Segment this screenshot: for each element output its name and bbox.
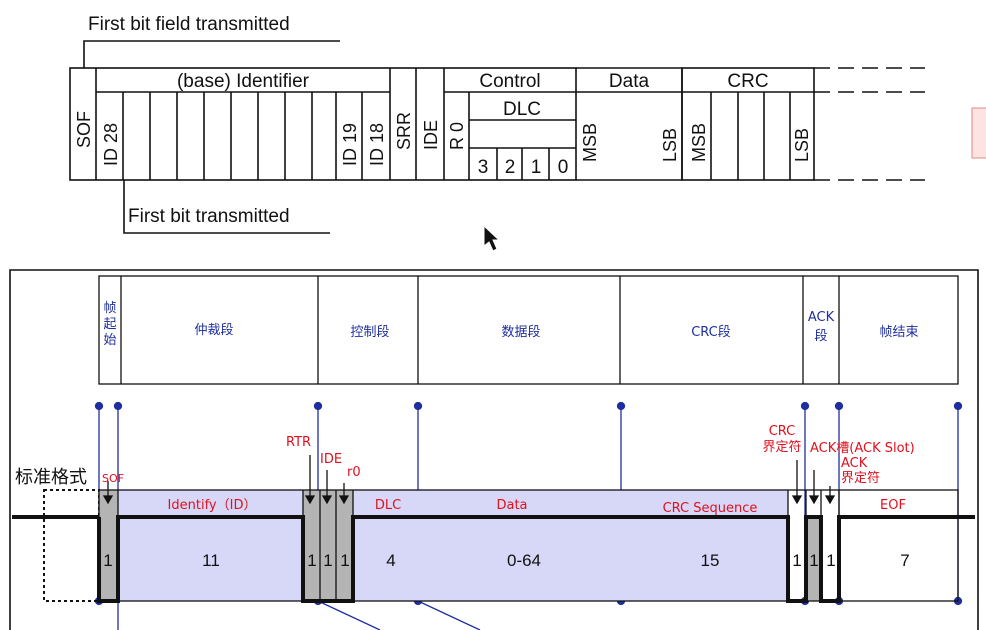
first-bit-caption: First bit transmitted: [128, 206, 290, 227]
bits-ack-slot: 1: [809, 551, 818, 570]
top-diagram-labels: First bit field transmitted First bit tr…: [74, 14, 812, 227]
field-band-top: [99, 490, 788, 517]
header-sof-char-3: 始: [103, 333, 116, 348]
field-crc-sequence: CRC Sequence: [663, 501, 758, 516]
bits-eof: 7: [900, 551, 909, 570]
field-name-labels: Identify（ID） DLC Data CRC Sequence EOF: [168, 498, 906, 516]
bit-count-labels: 1 11 1 1 1 4 0-64 15 1 1 1 7: [103, 551, 909, 570]
identifier-label: (base) Identifier: [177, 71, 310, 92]
crc-box: [681, 67, 815, 181]
marker-ack-delim-1: ACK: [841, 456, 868, 471]
dlc-bit-2: 2: [505, 157, 516, 178]
dlc-bit-0: 0: [558, 157, 569, 178]
marker-arrows: [102, 455, 836, 505]
header-arbitration: 仲裁段: [194, 322, 233, 338]
top-can-frame-diagram: [69, 40, 925, 234]
marker-crc-delim-1: CRC: [769, 424, 796, 439]
ide-label: IDE: [421, 120, 441, 150]
idle-bus-box: [43, 489, 100, 602]
header-sof-char-2: 起: [103, 317, 116, 332]
bits-rtr: 1: [307, 551, 316, 570]
marker-ide: IDE: [320, 452, 342, 467]
bits-identify: 11: [202, 551, 220, 570]
segment-header-row: [98, 275, 959, 385]
data-label: Data: [609, 71, 650, 92]
data-msb-label: MSB: [580, 123, 600, 162]
marker-sof: SOF: [102, 472, 124, 485]
bits-dlc: 4: [386, 551, 395, 570]
bottom-frame-border: [9, 269, 979, 630]
header-sof-char-1: 帧: [103, 301, 116, 316]
control-label: Control: [479, 71, 540, 92]
sof-label: SOF: [74, 111, 94, 148]
marker-labels: SOF RTR IDE r0 CRC 界定符 ACK槽(ACK Slot) AC…: [102, 424, 915, 486]
r0-label: R 0: [447, 122, 467, 150]
id28-label: ID 28: [101, 123, 121, 166]
header-ack-line-2: 段: [814, 329, 827, 344]
marker-r0: r0: [347, 465, 361, 480]
field-eof: EOF: [880, 498, 906, 513]
dlc-bit-3: 3: [478, 157, 489, 178]
field-dlc: DLC: [375, 498, 401, 513]
bits-crc: 15: [701, 551, 720, 570]
field-band-bottom: [99, 517, 821, 601]
dlc-label: DLC: [503, 99, 541, 120]
header-crc: CRC段: [691, 325, 731, 340]
bits-data: 0-64: [507, 551, 541, 570]
first-field-leader: [83, 40, 340, 68]
srr-label: SRR: [394, 112, 414, 150]
id18-label: ID 18: [367, 123, 387, 166]
data-lsb-label: LSB: [660, 128, 680, 162]
dlc-bit-1: 1: [531, 157, 542, 178]
bottom-can-frame-diagram: 帧 起 始 仲裁段 控制段 数据段 CRC段 ACK 段 帧结束: [9, 269, 979, 630]
header-ack-line-1: ACK: [808, 310, 835, 325]
standard-format-label: 标准格式: [15, 467, 87, 487]
field-data: Data: [496, 498, 527, 513]
first-field-caption: First bit field transmitted: [88, 14, 290, 35]
side-tab: [971, 107, 986, 159]
header-data: 数据段: [501, 325, 540, 340]
field-identify: Identify（ID）: [168, 498, 257, 513]
bits-r0: 1: [340, 551, 349, 570]
marker-ack-slot: ACK槽(ACK Slot): [810, 441, 915, 456]
segment-header-labels: 帧 起 始 仲裁段 控制段 数据段 CRC段 ACK 段 帧结束: [103, 301, 918, 348]
first-bit-leader: [123, 180, 330, 234]
crc-label: CRC: [727, 71, 768, 92]
bus-waveform: [12, 515, 975, 603]
bits-ide: 1: [323, 551, 332, 570]
marker-ack-delim-2: 界定符: [841, 470, 880, 486]
bits-ack-delim: 1: [826, 551, 835, 570]
marker-rtr: RTR: [286, 435, 311, 450]
marker-crc-delim-2: 界定符: [762, 439, 801, 455]
header-eof: 帧结束: [879, 325, 918, 340]
header-control: 控制段: [350, 325, 389, 340]
top-frame-box: [69, 67, 577, 181]
bits-crc-delim: 1: [792, 551, 801, 570]
crc-lsb-label: LSB: [792, 128, 812, 162]
mouse-cursor-icon: [483, 224, 501, 252]
id19-label: ID 19: [340, 123, 360, 166]
bits-sof: 1: [103, 551, 112, 570]
crc-msb-label: MSB: [689, 123, 709, 162]
